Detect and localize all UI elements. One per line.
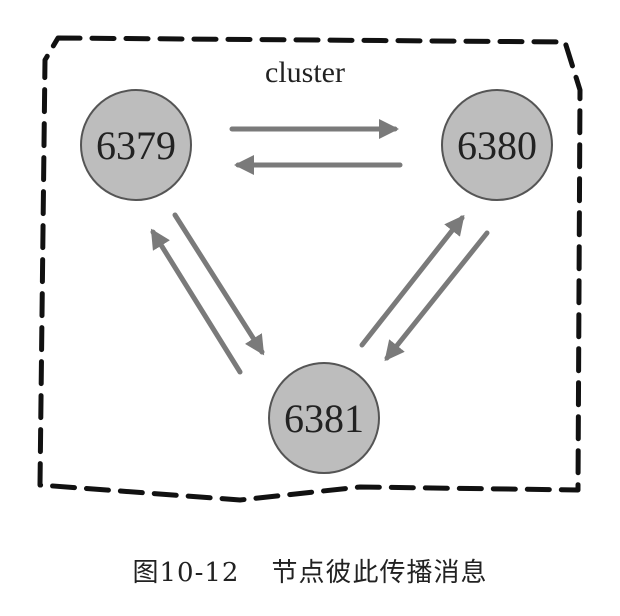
node-6380: 6380 <box>441 89 553 201</box>
node-6381: 6381 <box>268 362 380 474</box>
node-6379-label: 6379 <box>96 123 176 168</box>
node-6380-label: 6380 <box>457 123 537 168</box>
arrow-6380-to-6381 <box>384 230 490 362</box>
figure-number: 图10-12 <box>132 558 240 588</box>
node-6380-circle <box>441 89 553 201</box>
arrows <box>150 119 490 375</box>
cluster-boundary <box>37 35 583 503</box>
node-6379-circle <box>80 89 192 201</box>
figure-caption: 图10-12 节点彼此传播消息 <box>0 552 620 589</box>
cluster-label: cluster <box>265 56 345 89</box>
cluster-diagram: cluster 6379 6380 6381 <box>37 35 583 503</box>
node-6381-circle <box>268 362 380 474</box>
arrow-6381-to-6380 <box>359 214 465 348</box>
node-6379: 6379 <box>80 89 192 201</box>
arrow-6381-to-6379 <box>150 228 243 375</box>
node-6381-label: 6381 <box>284 396 364 441</box>
arrow-6379-to-6381 <box>172 212 265 356</box>
figure-title: 节点彼此传播消息 <box>271 558 488 588</box>
